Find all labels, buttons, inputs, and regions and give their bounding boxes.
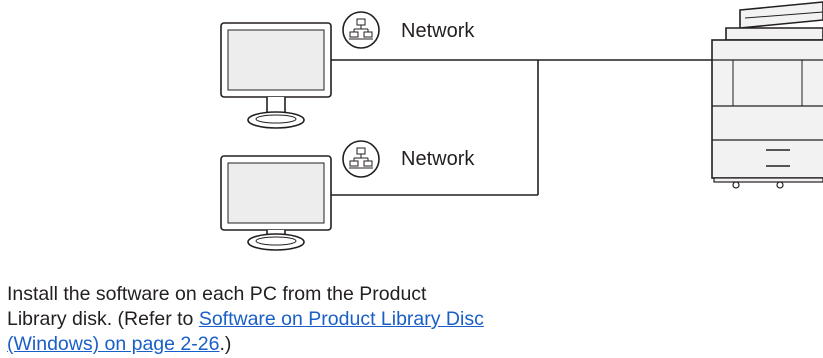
caption-text-end: .) — [219, 333, 232, 355]
network-label: Network — [401, 148, 475, 170]
network-cables — [331, 59, 712, 196]
install-instructions: Install the software on each PC from the… — [7, 282, 487, 357]
multifunction-printer-icon — [711, 1, 823, 189]
page-reference-link[interactable]: Software on Product Library Disc (Window… — [7, 308, 484, 355]
desktop-computer-icon — [220, 22, 332, 129]
network-label: Network — [401, 20, 475, 42]
caption-text: Install the software on each PC from the… — [7, 283, 427, 330]
desktop-computer-icon — [220, 155, 332, 251]
network-icon — [342, 140, 380, 178]
network-icon — [342, 11, 380, 49]
